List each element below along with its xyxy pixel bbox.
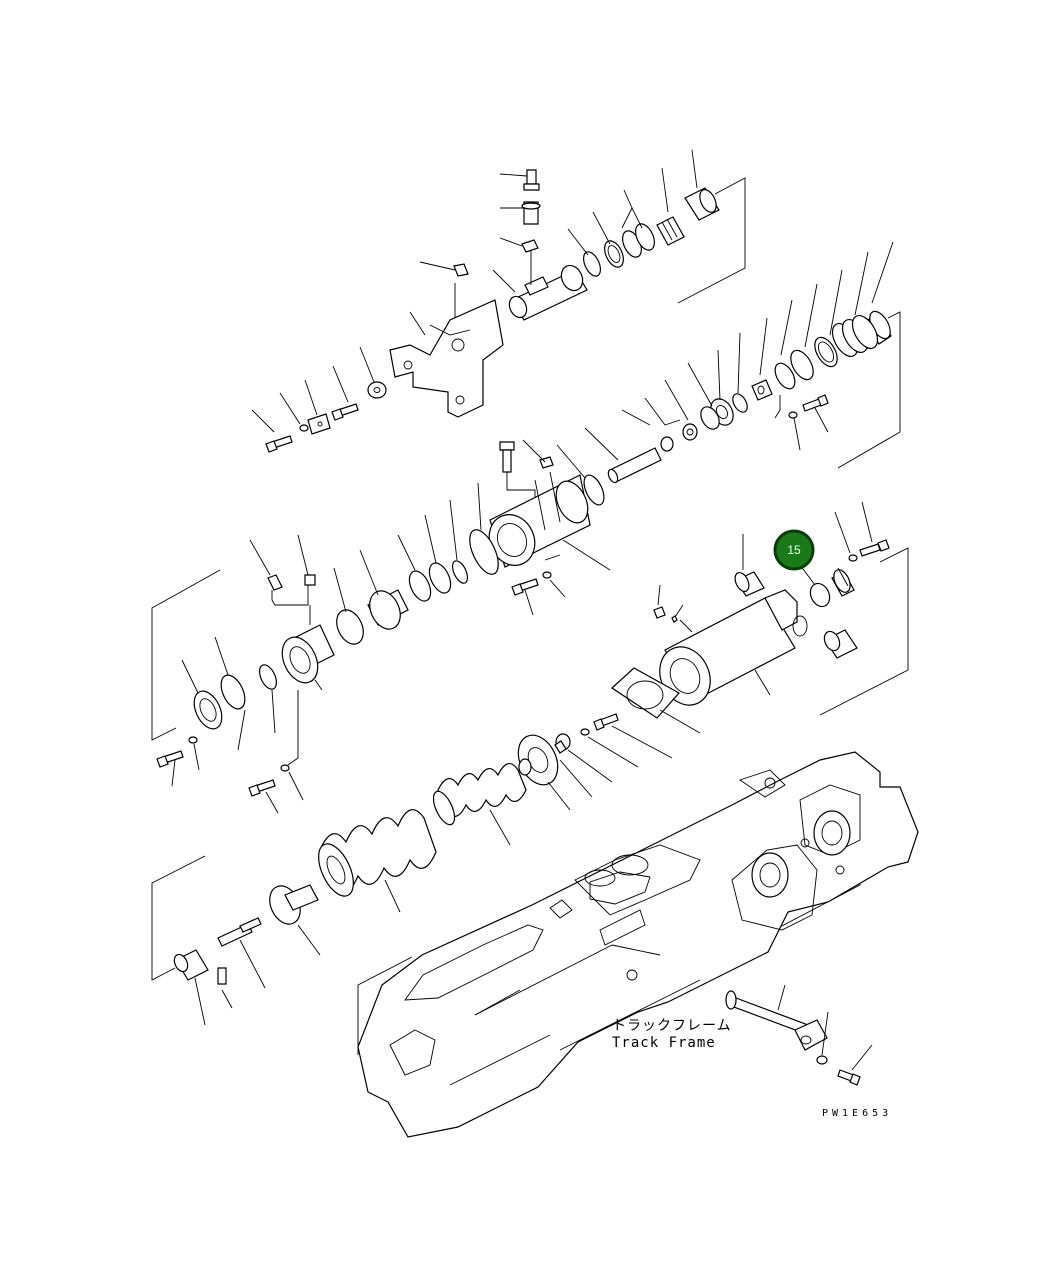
snap-rings-mid xyxy=(397,499,469,602)
relief-valve xyxy=(499,441,536,498)
plug xyxy=(499,237,539,253)
top-assembly xyxy=(251,149,746,453)
bolt-top-a xyxy=(331,365,359,421)
cylinder-housing xyxy=(488,471,611,571)
bushing-top xyxy=(684,149,720,221)
bushing-right-b xyxy=(734,534,765,597)
spring-seat-right xyxy=(517,734,571,811)
lower-right-assembly xyxy=(554,501,909,798)
callout-15-number: 15 xyxy=(787,543,801,557)
grease-fitting xyxy=(499,169,540,191)
large-spring xyxy=(318,809,437,913)
plate-top xyxy=(304,379,331,435)
backup-ring xyxy=(814,269,843,368)
retainer-ring xyxy=(774,299,796,390)
plug-mid xyxy=(522,439,554,469)
shim-top xyxy=(359,346,387,399)
snap-ring-top xyxy=(567,228,601,277)
o-ring-mid xyxy=(556,444,605,506)
track-frame: トラックフレーム Track Frame xyxy=(357,751,919,1138)
drawing-code: PW1E653 xyxy=(822,1108,892,1119)
piston-mid xyxy=(359,549,409,630)
bolt-top-b xyxy=(251,409,293,453)
washer-top xyxy=(279,392,309,432)
washer-upper xyxy=(788,411,801,451)
bolt-upper xyxy=(802,394,829,433)
bolt-left xyxy=(156,736,200,787)
rings-left xyxy=(181,636,246,751)
small-spring xyxy=(432,763,527,846)
bolt-cylinder xyxy=(653,584,693,633)
o-ring-15 xyxy=(799,564,831,608)
grease-valve-housing xyxy=(249,534,335,691)
upper-right-assembly xyxy=(556,241,901,506)
seal-top xyxy=(656,167,685,246)
spring-seat-left xyxy=(269,884,321,956)
mid-housing-assembly xyxy=(151,439,611,814)
piston-rod-mid xyxy=(584,427,662,484)
callout-15[interactable]: 15 xyxy=(773,529,815,571)
frame-label-jp: トラックフレーム xyxy=(612,1018,732,1034)
check-valve xyxy=(500,201,541,225)
pin-parts xyxy=(173,917,266,1026)
bushing-right xyxy=(823,629,858,659)
bolt-gasket xyxy=(554,713,673,798)
seal-ring-right xyxy=(831,567,855,597)
wear-ring-mid xyxy=(333,567,364,645)
o-ring-housing xyxy=(469,482,499,575)
frame-label-en: Track Frame xyxy=(612,1035,716,1051)
packing-stack xyxy=(831,251,879,357)
washers-mid xyxy=(621,379,698,452)
bolt-mid xyxy=(511,571,566,616)
bolt-left-b xyxy=(248,690,304,814)
snap-ring-upper xyxy=(790,283,818,381)
gasket-plate xyxy=(611,667,701,734)
bolt-right xyxy=(834,501,890,562)
snap-ring-left xyxy=(259,664,277,734)
spring-assembly xyxy=(151,734,571,1026)
piston-rod xyxy=(492,250,588,321)
wear-rings-top xyxy=(621,189,655,258)
packing-top xyxy=(592,211,624,268)
piston-parts xyxy=(687,332,748,430)
nut-upper xyxy=(751,317,773,401)
pivot-pin-assembly xyxy=(725,984,873,1086)
yoke xyxy=(389,261,504,418)
